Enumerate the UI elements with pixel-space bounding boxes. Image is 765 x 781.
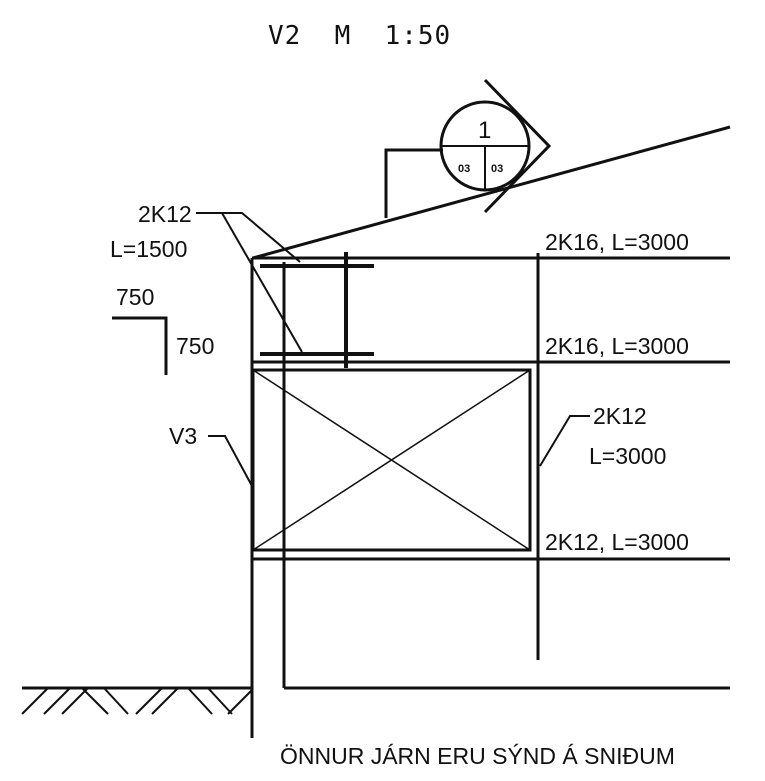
hatch-stroke <box>81 687 109 715</box>
short-bar-leader <box>196 212 301 263</box>
hatch-stroke <box>187 687 213 715</box>
short-bar-leader-2 <box>221 212 303 353</box>
wall-leader <box>208 435 253 487</box>
hatch-stroke <box>207 687 233 715</box>
wall-label: V3 <box>169 423 197 449</box>
roof-slope-line <box>252 125 731 260</box>
vertical-bar-label: 2K12 <box>593 403 647 429</box>
section-sheet-left: 03 <box>458 163 470 175</box>
bottom-bar-label: 2K12, L=3000 <box>545 529 689 555</box>
bend-dim-horizontal: 750 <box>116 284 154 310</box>
drawing-title: V2 M 1:50 <box>268 21 451 51</box>
second-bar-label: 2K16, L=3000 <box>545 333 689 359</box>
opening-frame <box>251 368 532 552</box>
hatch-stroke <box>151 687 179 715</box>
bend-shape <box>112 316 168 375</box>
hatch-stroke <box>135 687 163 715</box>
section-arrow-icon <box>483 78 552 214</box>
section-sheet-right: 03 <box>491 163 503 175</box>
vertical-bar-leader <box>539 415 590 467</box>
top-bar-label: 2K16, L=3000 <box>545 229 689 255</box>
hatch-stroke <box>227 689 253 715</box>
short-bar-length-label: L=1500 <box>110 236 187 262</box>
hatch-stroke <box>43 687 71 715</box>
section-cut-line <box>384 148 443 218</box>
section-marker: 1 03 03 <box>384 78 552 218</box>
vertical-bar-length-label: L=3000 <box>589 443 666 469</box>
hatch-stroke <box>21 687 49 715</box>
section-number: 1 <box>478 117 491 144</box>
hatch-stroke <box>61 687 89 715</box>
opening-diagonal-2 <box>252 369 531 551</box>
hatch-stroke <box>103 687 129 715</box>
bottom-note: ÖNNUR JÁRN ERU SÝND Á SNIÐUM <box>280 743 675 769</box>
short-bar-label: 2K12 <box>138 201 192 227</box>
bend-dim-vertical: 750 <box>176 333 214 359</box>
ground-hatch <box>21 686 253 715</box>
